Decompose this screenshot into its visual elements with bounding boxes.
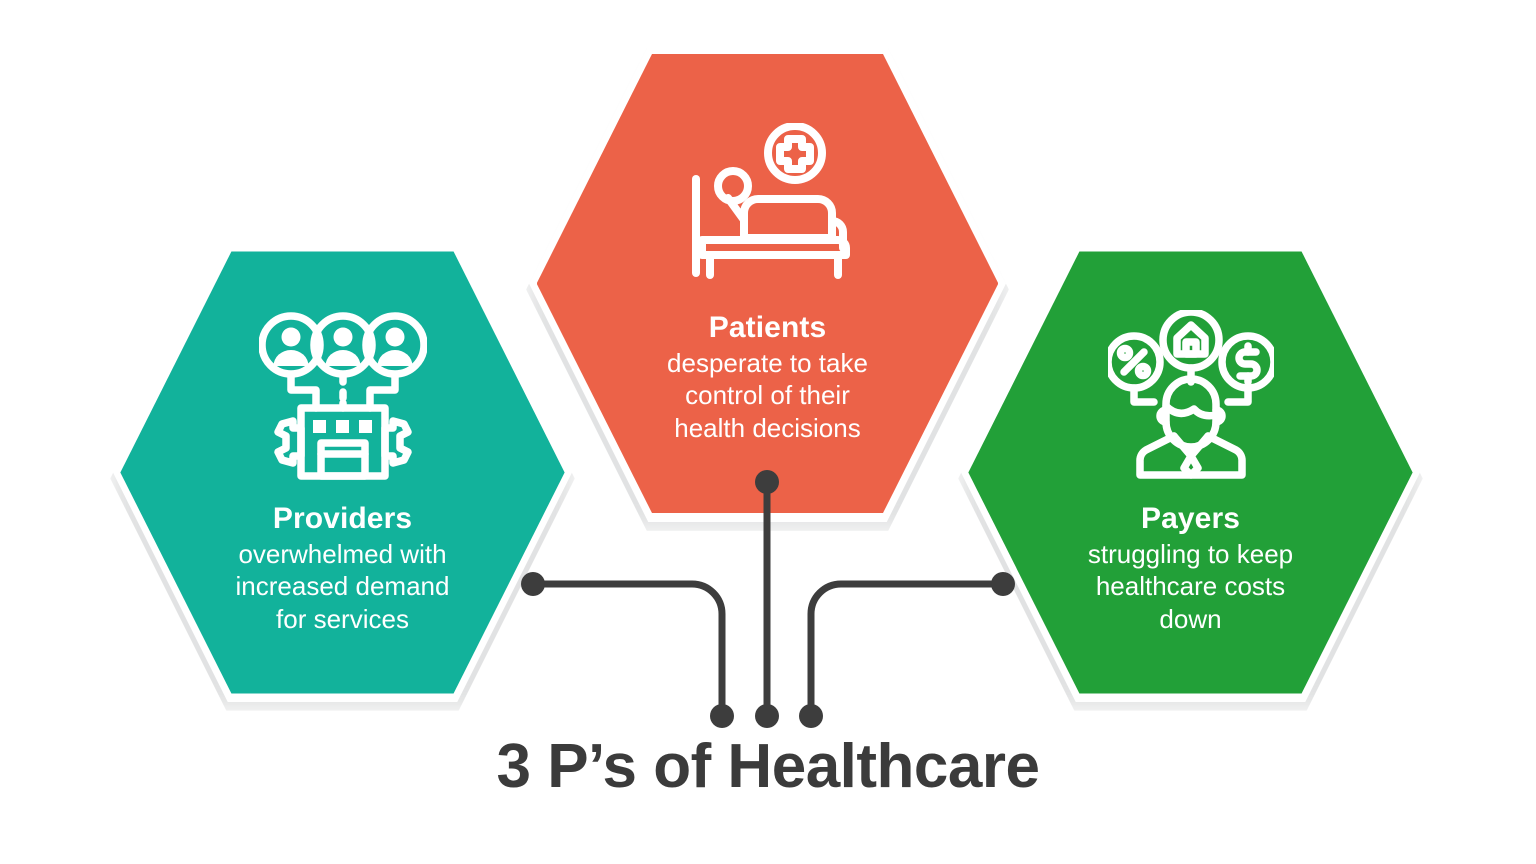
hexagon-content-providers: Providers overwhelmed with increased dem…: [113, 243, 572, 702]
hexagon-title-patients: Patients: [708, 310, 827, 344]
payer-person-costs-icon: [1103, 308, 1278, 480]
hexagon-title-providers: Providers: [272, 501, 413, 535]
page-title: 3 P’s of Healthcare: [496, 732, 1041, 801]
hexagon-content-payers: Payers struggling to keep healthcare cos…: [961, 243, 1420, 702]
hexagon-description-patients: desperate to take control of their healt…: [667, 347, 868, 443]
hexagon-card-payers[interactable]: Payers struggling to keep healthcare cos…: [958, 243, 1423, 711]
hexagon-card-providers[interactable]: Providers overwhelmed with increased dem…: [110, 243, 575, 711]
hexagon-card-patients[interactable]: Patients desperate to take control of th…: [526, 45, 1009, 531]
hexagon-description-payers: struggling to keep healthcare costs down: [1087, 538, 1294, 634]
trunk-end-dot-center: [755, 704, 779, 728]
patient-hospital-bed-icon: [682, 121, 854, 285]
trunk-end-dot-right: [799, 704, 823, 728]
hexagon-description-providers: overwhelmed with increased demand for se…: [235, 538, 450, 634]
provider-team-facility-icon: [257, 310, 428, 480]
hexagon-content-patients: Patients desperate to take control of th…: [529, 45, 1006, 522]
trunk-end-dot-left: [710, 704, 734, 728]
hexagon-body-patients: [536, 53, 999, 514]
hexagon-title-payers: Payers: [1140, 501, 1241, 535]
